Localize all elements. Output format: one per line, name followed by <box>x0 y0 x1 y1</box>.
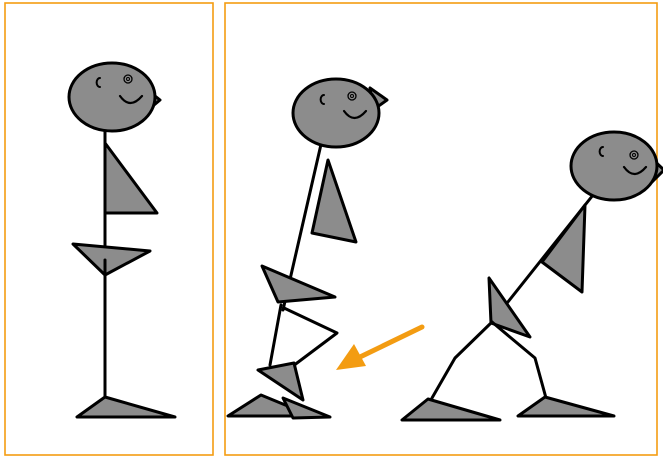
head-smiley-icon <box>293 79 379 147</box>
chest-triangle <box>105 143 157 213</box>
chest-triangle <box>542 205 585 292</box>
hip-triangle <box>73 244 150 275</box>
foot-triangle <box>518 397 614 416</box>
direction-arrow-icon <box>336 327 422 370</box>
bending-figure <box>228 79 387 418</box>
standing-figure <box>69 63 175 417</box>
chest-triangle <box>312 160 356 242</box>
foot-triangle <box>283 398 330 418</box>
foot-triangle <box>402 399 500 420</box>
foot-triangle <box>77 397 175 417</box>
hip-triangle <box>489 278 530 337</box>
head-smiley-icon <box>571 132 657 200</box>
knee-triangle <box>258 363 303 400</box>
upper-leg-line <box>284 308 337 366</box>
sitting-figure <box>402 132 663 420</box>
lower-leg-line <box>270 305 281 365</box>
hip-triangle <box>262 266 335 302</box>
rear-leg-line <box>432 322 492 398</box>
